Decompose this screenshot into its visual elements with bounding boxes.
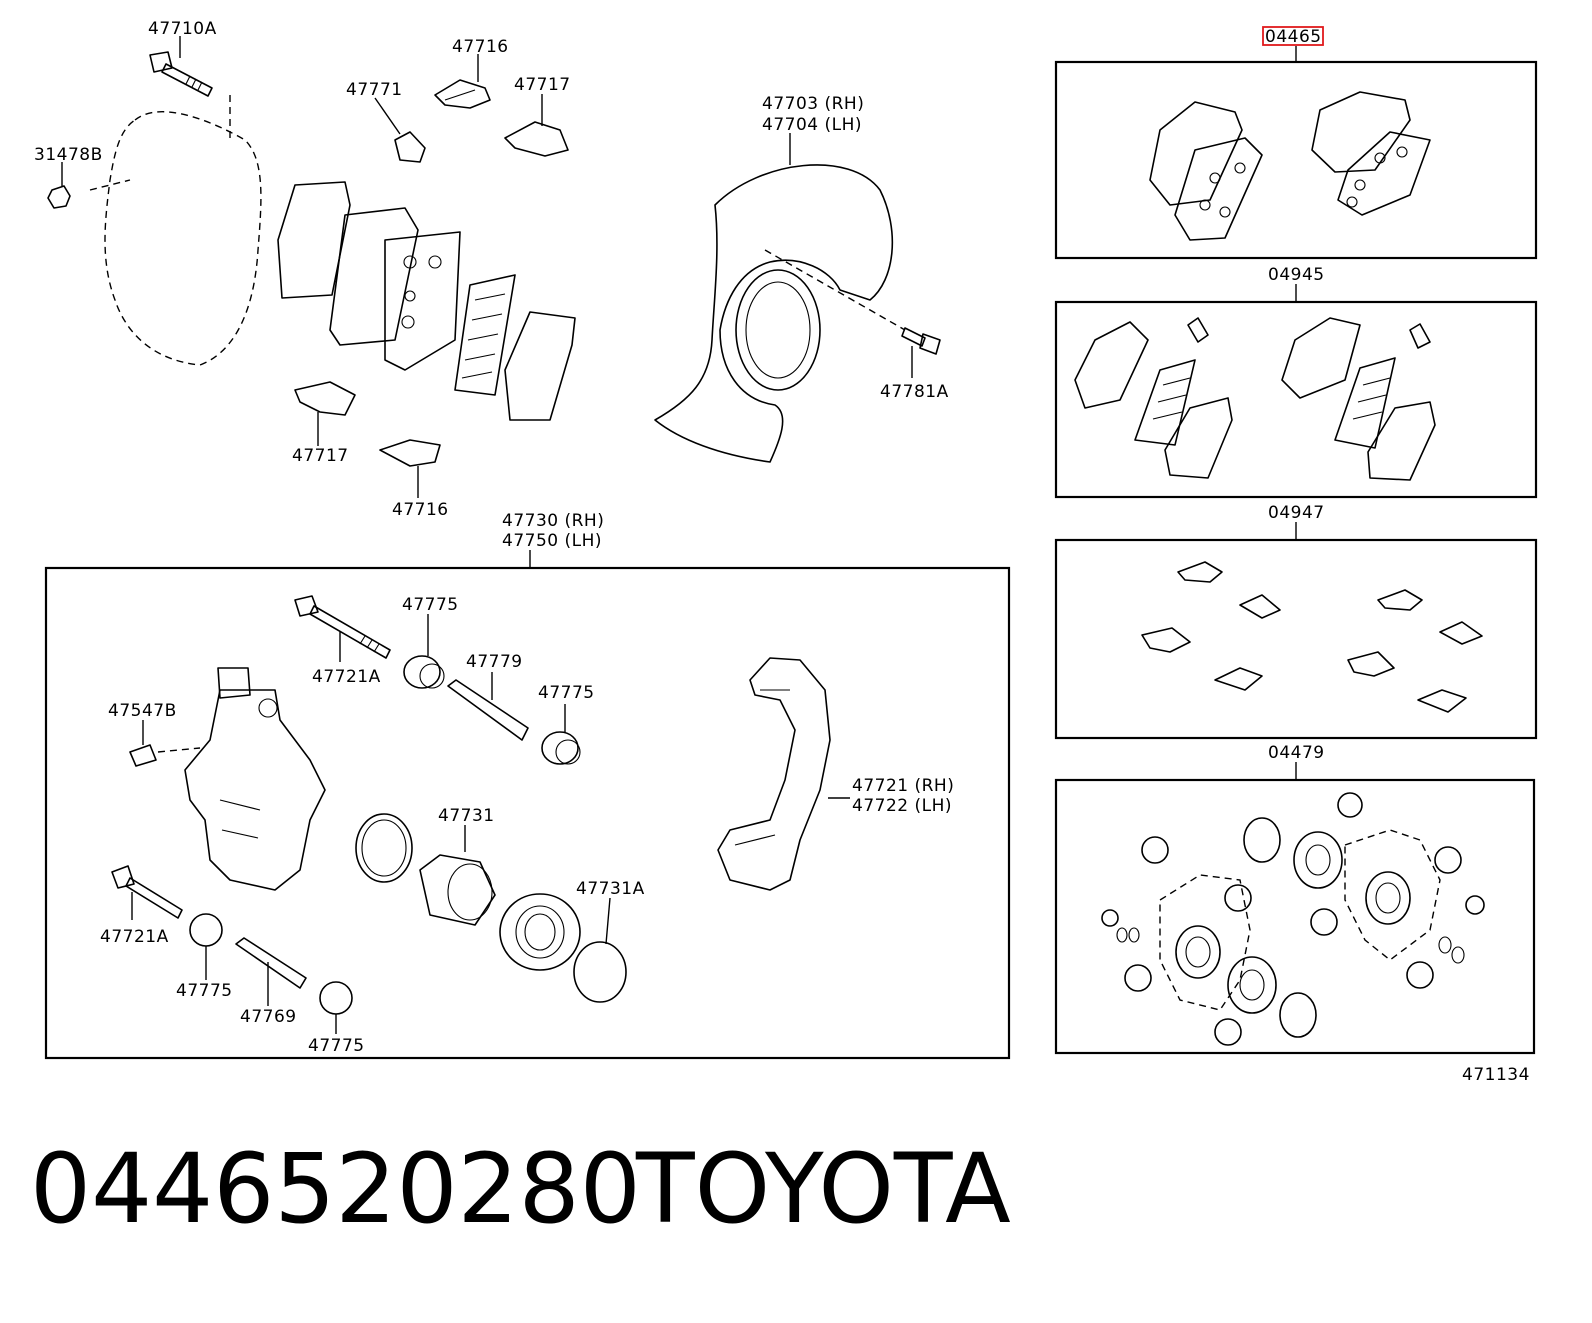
callout-labels: 47710A 47716 47771 47717 31478B 47703 (R… bbox=[34, 19, 1530, 1085]
label-47781A: 47781A bbox=[880, 382, 949, 402]
label-47721A-top: 47721A bbox=[312, 667, 381, 687]
label-47717-top: 47717 bbox=[514, 75, 571, 95]
shim-kit-drawing bbox=[1074, 317, 1436, 481]
caliper-assembly-box bbox=[44, 566, 1011, 1060]
label-47769: 47769 bbox=[240, 1007, 297, 1027]
set-ring-47731A bbox=[573, 941, 627, 1003]
bolt-47781A bbox=[764, 249, 941, 355]
label-47547B: 47547B bbox=[108, 701, 177, 721]
clip-kit-drawing bbox=[1141, 561, 1483, 713]
pin-bolt-47721A-top bbox=[294, 595, 391, 659]
label-47721: 47721 (RH) bbox=[852, 776, 954, 796]
label-47775-a: 47775 bbox=[402, 595, 459, 615]
label-47775-d: 47775 bbox=[308, 1036, 365, 1056]
shim-outer bbox=[277, 181, 351, 299]
label-31478B: 31478B bbox=[34, 145, 103, 165]
boot-47775-c bbox=[189, 913, 223, 947]
label-47731: 47731 bbox=[438, 806, 495, 826]
nut-31478B bbox=[47, 185, 71, 209]
leader-47771 bbox=[374, 97, 401, 135]
label-47730: 47730 (RH) bbox=[502, 511, 604, 531]
clip-47716-top bbox=[434, 79, 491, 109]
boot-47775-d bbox=[319, 981, 353, 1015]
clip-47771 bbox=[394, 131, 426, 163]
label-47721A-bottom: 47721A bbox=[100, 927, 169, 947]
label-47716-top: 47716 bbox=[452, 37, 509, 57]
label-47703: 47703 (RH) bbox=[762, 94, 864, 114]
piston-boot bbox=[499, 893, 581, 971]
label-47779: 47779 bbox=[466, 652, 523, 672]
piston-seal bbox=[355, 813, 413, 883]
boot-47775-b bbox=[541, 731, 581, 765]
clip-47716-bottom bbox=[379, 439, 441, 467]
label-47771: 47771 bbox=[346, 80, 403, 100]
label-04465: 04465 bbox=[1265, 27, 1322, 47]
label-47722: 47722 (LH) bbox=[852, 796, 952, 816]
boot-47775-a bbox=[403, 655, 445, 689]
slide-pin-47769 bbox=[235, 937, 307, 989]
kit-box-04465 bbox=[1054, 60, 1538, 260]
slide-pin-47779 bbox=[447, 679, 529, 741]
pin-bolt-47721A-bottom bbox=[111, 865, 183, 919]
piston-47731 bbox=[419, 854, 496, 926]
label-47750: 47750 (LH) bbox=[502, 531, 602, 551]
label-47775-b: 47775 bbox=[538, 683, 595, 703]
shim-inner bbox=[504, 311, 576, 421]
label-47710A: 47710A bbox=[148, 19, 217, 39]
label-47775-c: 47775 bbox=[176, 981, 233, 1001]
repair-kit-drawing bbox=[1101, 792, 1485, 1046]
label-47716-bottom: 47716 bbox=[392, 500, 449, 520]
bolt-47710A bbox=[149, 51, 213, 97]
caption-part-number: 0446520280 bbox=[30, 1133, 641, 1245]
kit-box-04479 bbox=[1054, 778, 1536, 1055]
label-04945: 04945 bbox=[1268, 265, 1325, 285]
label-04947: 04947 bbox=[1268, 503, 1325, 523]
leader-47731A bbox=[605, 897, 611, 945]
anti-squeal-shim bbox=[454, 274, 516, 396]
pad-set-drawing bbox=[1149, 91, 1431, 241]
bleeder-47547B bbox=[129, 744, 201, 767]
label-47731A: 47731A bbox=[576, 879, 645, 899]
caption-brand: TOYOTA bbox=[635, 1133, 1011, 1245]
kit-box-04945 bbox=[1054, 300, 1538, 499]
dust-shield bbox=[654, 164, 894, 463]
caliper-body-outline bbox=[89, 95, 262, 366]
clip-47717-top bbox=[504, 121, 569, 157]
label-04479: 04479 bbox=[1268, 743, 1325, 763]
clip-47717-bottom bbox=[294, 381, 356, 416]
highlight-04465 bbox=[1262, 26, 1324, 46]
label-47717-bottom: 47717 bbox=[292, 446, 349, 466]
kit-box-04947 bbox=[1054, 538, 1538, 740]
pad-outer bbox=[329, 207, 461, 371]
label-47704: 47704 (LH) bbox=[762, 115, 862, 135]
mounting-bracket bbox=[717, 657, 831, 891]
label-471134: 471134 bbox=[1462, 1065, 1530, 1085]
caliper-housing bbox=[184, 667, 326, 891]
